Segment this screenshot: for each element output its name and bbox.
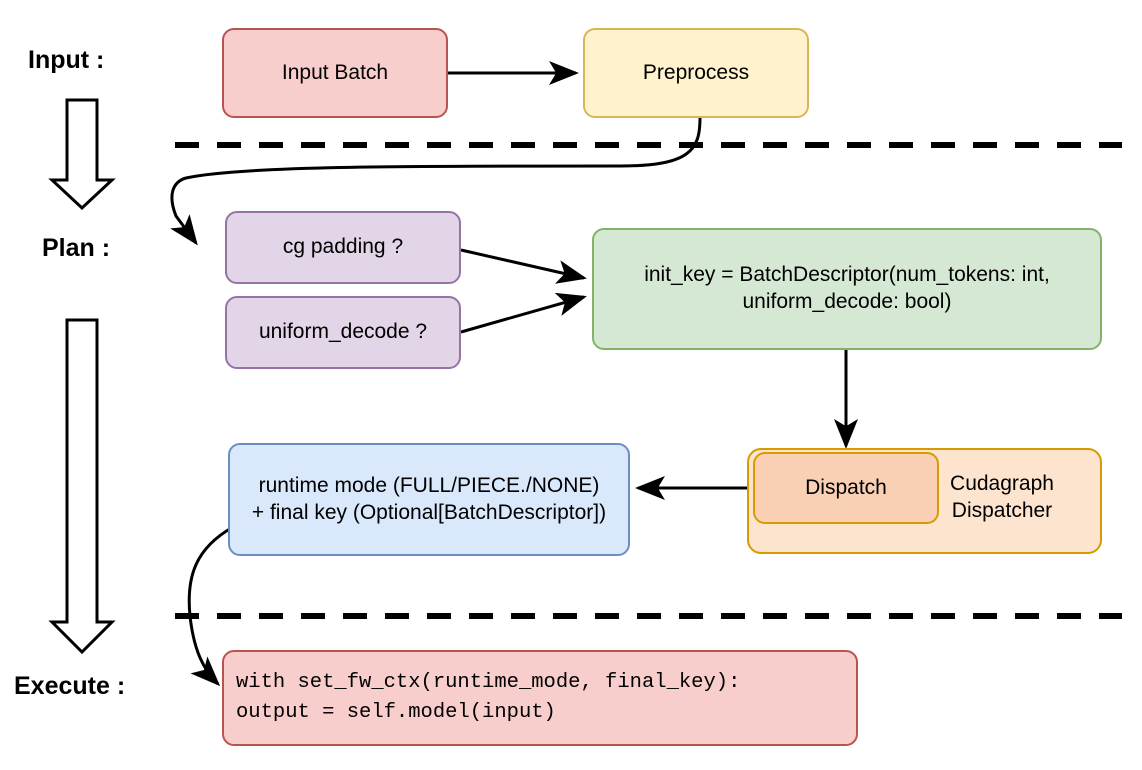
stage-arrow-plan-to-execute <box>48 318 116 655</box>
node-cg-padding[interactable]: cg padding ? <box>225 211 461 284</box>
stage-arrow-input-to-plan <box>48 98 116 211</box>
node-cudagraph-dispatcher-label: Cudagraph Dispatcher <box>950 472 1054 522</box>
node-cg-padding-label: cg padding ? <box>282 235 404 259</box>
node-dispatch-label: Dispatch <box>805 475 887 499</box>
node-uniform-decode-label: uniform_decode ? <box>258 320 428 344</box>
stage-label-plan: Plan : <box>42 234 111 262</box>
connector-cg-padding-to-init-key <box>460 248 587 284</box>
node-execute-code[interactable]: with set_fw_ctx(runtime_mode, final_key)… <box>222 650 858 746</box>
node-preprocess-label: Preprocess <box>642 60 750 84</box>
stage-label-input: Input : <box>28 46 105 74</box>
node-input-batch[interactable]: Input Batch <box>222 28 448 118</box>
node-runtime-mode[interactable]: runtime mode (FULL/PIECE./NONE) + final … <box>228 443 630 556</box>
stage-label-execute: Execute : <box>14 672 126 700</box>
node-runtime-mode-label: runtime mode (FULL/PIECE./NONE) + final … <box>251 473 607 524</box>
node-init-key[interactable]: init_key = BatchDescriptor(num_tokens: i… <box>592 228 1102 350</box>
connector-uniform-decode-to-init-key <box>460 292 587 334</box>
node-input-batch-label: Input Batch <box>281 60 389 84</box>
node-uniform-decode[interactable]: uniform_decode ? <box>225 296 461 369</box>
node-preprocess[interactable]: Preprocess <box>583 28 809 118</box>
node-dispatch[interactable]: Dispatch <box>753 452 939 524</box>
node-init-key-label: init_key = BatchDescriptor(num_tokens: i… <box>644 263 1050 313</box>
node-execute-code-label: with set_fw_ctx(runtime_mode, final_key)… <box>236 671 741 724</box>
